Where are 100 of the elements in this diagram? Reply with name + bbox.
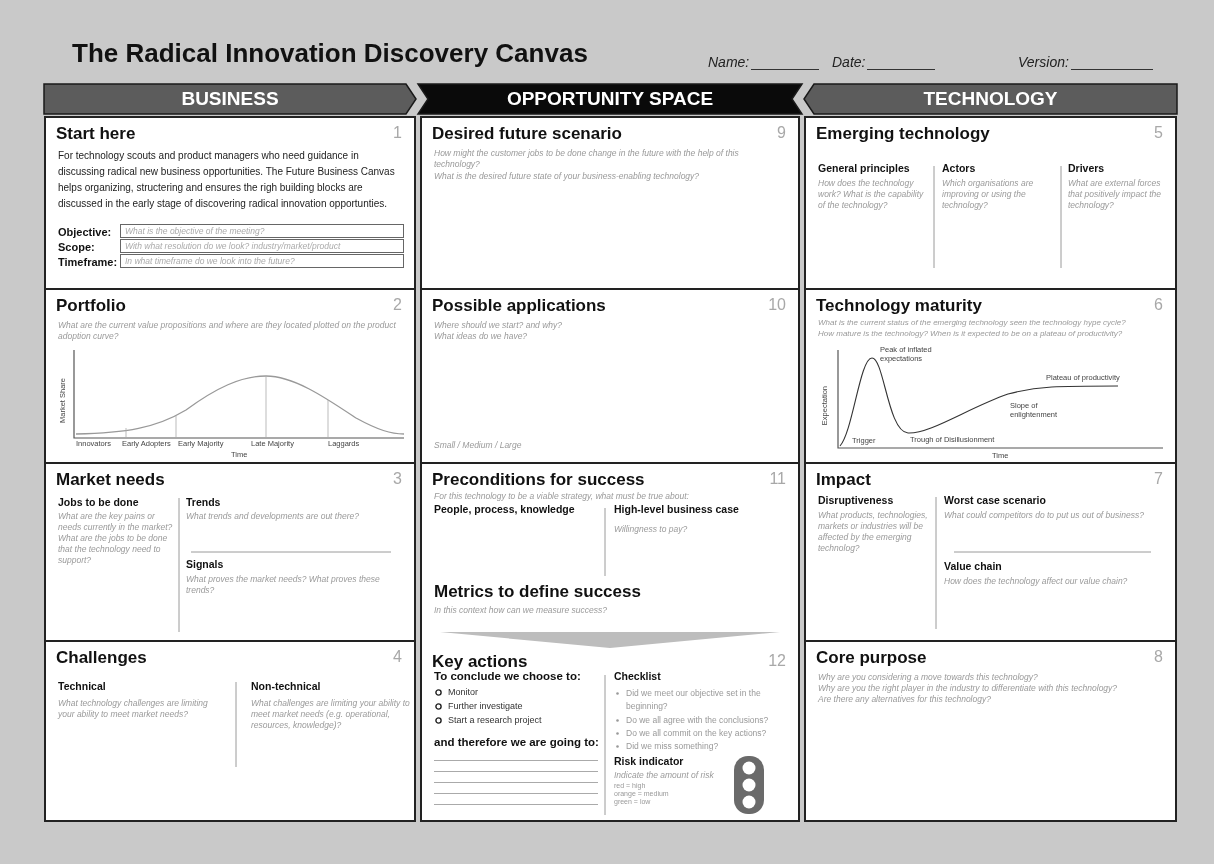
section-title: Start here (56, 124, 136, 144)
section-number: 3 (393, 470, 402, 488)
guiding-question: What challenges are limiting your ability to meet market needs (e.g. operational, resources, knowledge)? (251, 698, 411, 732)
canvas-panel (420, 116, 800, 290)
guiding-question: What technology challenges are limiting your ability to meet market needs? (58, 698, 209, 721)
section-title: Impact (816, 470, 871, 490)
canvas-panel (804, 640, 1177, 822)
option-label: Monitor (448, 687, 479, 697)
guiding-question: What products, technologies, markets or industries will be affected by the emerging technolog? (818, 510, 929, 555)
guiding-question: Indicate the amount of risk (614, 770, 715, 782)
checklist-item: Did we meet our objective set in the beginning? (626, 687, 762, 713)
canvas-panel (44, 640, 416, 822)
guiding-question: Small / Medium / Large (434, 440, 523, 452)
subheading: Value chain (944, 560, 1003, 572)
section-title: Key actions (432, 652, 528, 672)
guiding-question: What are the key pains or needs currently in the market? What are the jobs to be done that the technology need to support? (58, 511, 174, 567)
subheading: Risk indicator (614, 755, 685, 767)
subheading: Actors (942, 162, 977, 174)
column-banner (44, 84, 416, 114)
field-label: Scope: (58, 241, 96, 253)
form-label: Date: (832, 54, 866, 70)
canvas-panel (420, 288, 800, 464)
checklist-item: Do we all commit on the key actions? (626, 727, 768, 740)
guiding-question: Where should we start? and why? (434, 320, 564, 332)
subheading: Disruptiveness (818, 494, 895, 506)
guiding-question: What are the current value propositions and where are they located plotted on the product adoption curve? (58, 320, 397, 343)
section-title: Portfolio (56, 296, 126, 316)
section-number: 4 (393, 648, 402, 666)
guiding-question: How does the technology work? What is the capability of the technology? (818, 178, 925, 212)
form-label: Version: (1018, 54, 1069, 70)
section-title: Core purpose (816, 648, 927, 668)
canvas-panel (44, 288, 416, 464)
section-number: 7 (1154, 470, 1163, 488)
canvas-panel (804, 462, 1177, 642)
guiding-question: Why are you the right player in the industry to differentiate with this technology? (818, 683, 1119, 695)
subheading: Non-technical (251, 680, 322, 692)
checklist-item: Do we all agree with the conclusions? (626, 714, 770, 727)
field-label: Objective: (58, 226, 113, 238)
column-banner (804, 84, 1177, 114)
subheading: Drivers (1068, 162, 1106, 174)
guiding-question: What is the desired future state of your business-enabling technology? (434, 171, 701, 183)
intro-paragraph: For technology scouts and product managers who need guidance in discussing radical new business opportunities. The Future Business Canvas helps organizing, structering and ensures the righ building blocks are discussed in the early stage of discovering radical innovation opportunties. (58, 149, 396, 211)
section-title: Metrics to define success (434, 582, 642, 602)
guiding-question: What proves the market needs? What proves these trends? (186, 574, 381, 597)
guiding-question: How might the customer jobs to be done change in the future with the help of this technology? (434, 148, 740, 171)
subheading: Checklist (614, 670, 662, 682)
subheading: Worst case scenario (944, 494, 1047, 506)
guiding-question: What ideas do we have? (434, 331, 529, 343)
subheading: People, process, knowledge (434, 503, 576, 515)
input-field: With what resolution do we look? industry/market/product (120, 239, 404, 253)
section-title: Challenges (56, 648, 147, 668)
form-label: Name: (708, 54, 750, 70)
banner-title: OPPORTUNITY SPACE (505, 87, 715, 111)
guiding-question: Willingness to pay? (614, 524, 689, 536)
guiding-question: How does the technology affect our value chain? (944, 576, 1129, 588)
column-banner (418, 84, 802, 114)
subheading: and therefore we are going to: (434, 736, 600, 748)
guiding-question: Why are you considering a move towards this technology? (818, 672, 1039, 684)
guiding-question: For this technology to be a viable strategy, what must be true about: (434, 491, 690, 503)
section-number: 11 (769, 470, 786, 488)
subheading: To conclude we choose to: (434, 670, 582, 682)
guiding-question: What trends and developments are out there? (186, 511, 360, 523)
section-number: 9 (777, 124, 786, 142)
section-number: 8 (1154, 648, 1163, 666)
field-label: Timeframe: (58, 256, 118, 268)
option-label: Further investigate (448, 701, 524, 711)
section-title: Technology maturity (816, 296, 982, 316)
option-label: Start a research project (448, 715, 543, 725)
guiding-question: How mature is the technology? When is it expected to be on a plateau of productivity? (818, 329, 1124, 340)
section-title: Emerging technology (816, 124, 990, 144)
checklist-item: Did we miss something? (626, 740, 720, 753)
section-number: 6 (1154, 296, 1163, 314)
banner-title: TECHNOLOGY (922, 87, 1059, 111)
subheading: Technical (58, 680, 107, 692)
section-number: 5 (1154, 124, 1163, 142)
section-title: Possible applications (432, 296, 606, 316)
guiding-question: What could competitors do to put us out of business? (944, 510, 1145, 522)
input-field: In what timeframe do we look into the future? (120, 254, 404, 268)
section-number: 2 (393, 296, 402, 314)
canvas-title: The Radical Innovation Discovery Canvas (72, 38, 589, 69)
subheading: General principles (818, 162, 911, 174)
section-title: Preconditions for success (432, 470, 645, 490)
banner-title: BUSINESS (180, 87, 280, 111)
section-title: Market needs (56, 470, 165, 490)
section-number: 12 (768, 652, 786, 670)
section-title: Desired future scenario (432, 124, 622, 144)
section-number: 1 (393, 124, 402, 142)
canvas-panel (44, 116, 416, 290)
section-number: 10 (768, 296, 786, 314)
guiding-question: What are external forces that positively impact the technology? (1068, 178, 1163, 212)
guiding-question: What is the current status of the emerging technology seen the technology hype cycle? (818, 318, 1127, 329)
subheading: High-level business case (614, 503, 740, 515)
guiding-question: Which organisations are improving or using the technology? (942, 178, 1035, 212)
canvas-panel (804, 116, 1177, 290)
guiding-question: In this context how can we measure success? (434, 605, 608, 617)
canvas-panel (420, 640, 800, 822)
guiding-question: Are there any alternatives for this technology? (818, 694, 992, 706)
input-field: What is the objective of the meeting? (120, 224, 404, 238)
subheading: Jobs to be done (58, 496, 140, 508)
canvas-panel (420, 462, 800, 640)
